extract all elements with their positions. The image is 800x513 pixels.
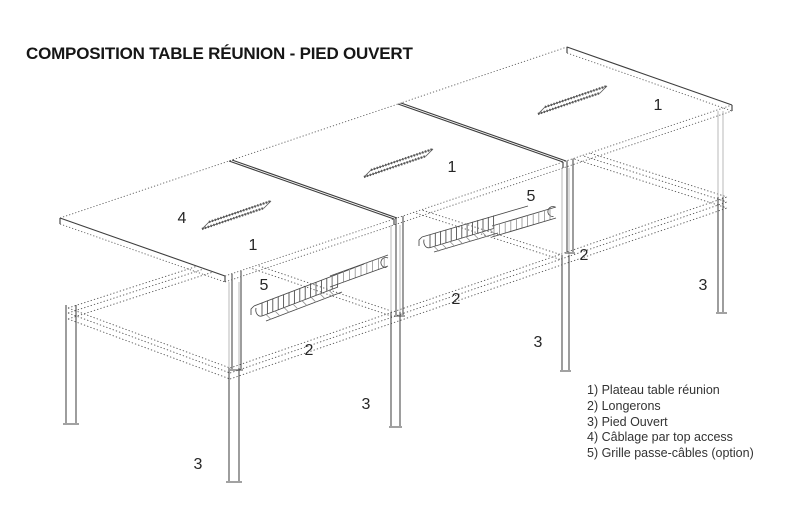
leg-front-junction-1 xyxy=(389,225,402,428)
callout-label-3: 3 xyxy=(698,277,708,294)
tabletop-junction-1 xyxy=(228,159,398,220)
callout-label-4: 4 xyxy=(177,210,187,227)
legend-item: 4) Câblage par top access xyxy=(587,430,733,445)
end-rail-left xyxy=(67,307,231,380)
callout-label-5: 5 xyxy=(259,277,269,294)
tabletop-front-edge xyxy=(224,104,733,283)
callout-label-1: 1 xyxy=(447,159,457,176)
cable-tray-2 xyxy=(418,205,557,253)
callout-label-3: 3 xyxy=(533,334,543,351)
tabletop-back-edge xyxy=(59,46,568,219)
callout-label-5: 5 xyxy=(526,188,536,205)
legend-item: 2) Longerons xyxy=(587,398,661,413)
end-rail-right xyxy=(567,145,728,209)
callout-label-2: 2 xyxy=(451,291,461,308)
tabletop-junction-2 xyxy=(397,102,567,163)
leg-front-junction-2 xyxy=(560,168,571,372)
leg-front-left xyxy=(226,282,242,483)
callout-label-2: 2 xyxy=(304,342,314,359)
cable-tray-1 xyxy=(250,254,389,322)
legend-item: 1) Plateau table réunion xyxy=(587,383,720,397)
leg-back-left xyxy=(63,305,79,425)
page-title: COMPOSITION TABLE RÉUNION - PIED OUVERT xyxy=(26,44,413,63)
callout-label-3: 3 xyxy=(193,456,203,473)
callout-label-2: 2 xyxy=(579,247,589,264)
legend-item: 5) Grille passe-câbles (option) xyxy=(587,446,754,461)
tabletop-left-edge xyxy=(59,217,226,283)
tabletop-right-edge xyxy=(566,46,733,112)
callout-label-3: 3 xyxy=(361,396,371,413)
cable-trays xyxy=(250,205,557,322)
cross-rail-junction-1 xyxy=(232,256,395,318)
top-access-slot-3 xyxy=(537,84,608,116)
tabletops xyxy=(59,46,733,283)
callout-label-1: 1 xyxy=(653,97,663,114)
longeron-front xyxy=(229,196,728,380)
cross-rail-junction-2 xyxy=(399,202,563,261)
top-access-slot-2 xyxy=(363,147,434,179)
callout-label-1: 1 xyxy=(248,237,258,254)
top-access-slot-1 xyxy=(201,199,272,231)
leg-front-right xyxy=(716,111,727,314)
legend-item: 3) Pied Ouvert xyxy=(587,414,668,429)
